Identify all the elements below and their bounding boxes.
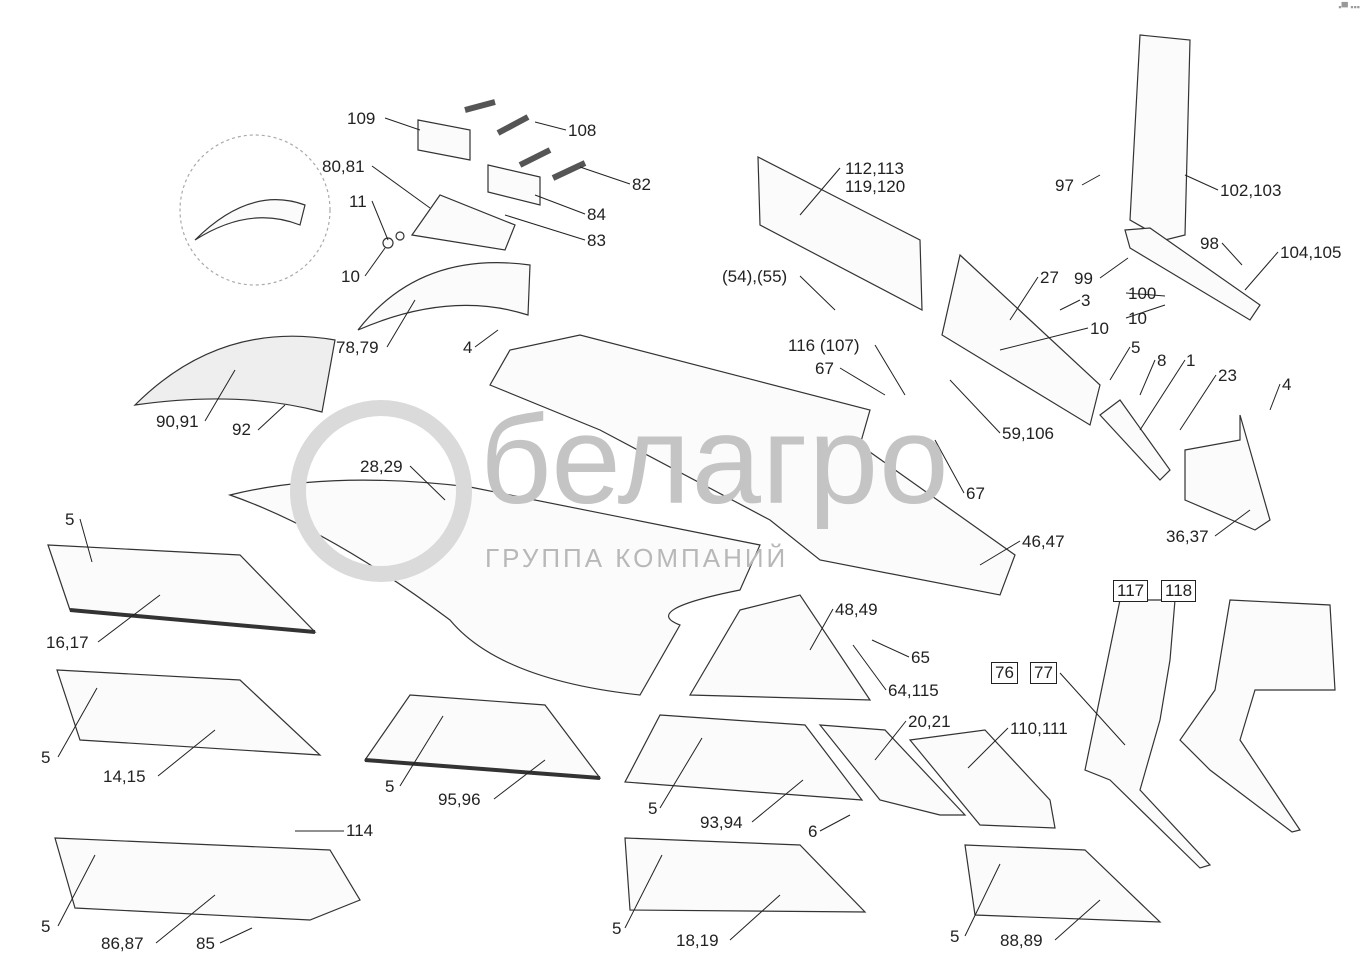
callout-110-111: 110,111: [1010, 719, 1068, 738]
callout-116-107: 116 (107): [788, 336, 860, 355]
callout-28-29: 28,29: [360, 457, 403, 476]
callout-92: 92: [232, 420, 251, 439]
callout-6: 6: [808, 822, 818, 841]
callout-84: 84: [587, 205, 606, 224]
callout-5: 5: [1131, 338, 1141, 357]
callout-14-15: 14,15: [103, 767, 146, 786]
part-27: [941, 253, 1101, 426]
callout-3: 3: [1081, 291, 1091, 310]
callout-10: 10: [1090, 319, 1109, 338]
callout-97: 97: [1055, 176, 1074, 195]
part-1-23: [1099, 399, 1171, 481]
callout-4: 4: [1282, 375, 1292, 394]
frame-main: [489, 334, 1016, 596]
callout-11: 11: [349, 192, 367, 211]
callout-5: 5: [41, 917, 51, 936]
callout-65: 65: [911, 648, 930, 667]
callout-99: 99: [1074, 269, 1093, 288]
callout-10: 10: [1128, 309, 1147, 328]
callout-114: 114: [346, 821, 374, 840]
callout-5: 5: [950, 927, 960, 946]
callout-109: 109: [347, 109, 376, 128]
part-102-103: [1129, 34, 1191, 241]
detail-circle: [179, 134, 331, 286]
callout-48-49: 48,49: [835, 600, 878, 619]
corner-mark: ▪▀ ▪▪▪: [1338, 2, 1360, 12]
callout-54-55: (54),(55): [722, 267, 788, 286]
callout-67: 67: [966, 484, 985, 503]
watermark-name: белагро: [480, 391, 950, 530]
callout-5: 5: [612, 919, 622, 938]
part-104-105: [1124, 227, 1261, 321]
callout-82: 82: [632, 175, 651, 194]
callout-104-105: 104,105: [1280, 243, 1342, 262]
callout-8: 8: [1157, 351, 1167, 370]
callout-box-77: 77: [1030, 662, 1057, 684]
part-36-37: [1184, 414, 1271, 531]
callout-36-37: 36,37: [1166, 527, 1209, 546]
callout-102-103: 102,103: [1220, 181, 1282, 200]
callout-108: 108: [568, 121, 597, 140]
callout-46-47: 46,47: [1022, 532, 1065, 551]
callout-5: 5: [648, 799, 658, 818]
callout-100: 100: [1128, 284, 1157, 303]
callout-98: 98: [1200, 234, 1219, 253]
callout-16-17: 16,17: [46, 633, 89, 652]
callout-67: 67: [815, 359, 834, 378]
shares: [47, 544, 1162, 923]
callout-85: 85: [196, 934, 215, 953]
callout-23: 23: [1218, 366, 1237, 385]
part-48-49: [688, 594, 872, 701]
callout-64-115: 64,115: [888, 681, 939, 700]
callout-112-113: 112,113: [845, 159, 904, 178]
watermark-subtitle: ГРУППА КОМПАНИЙ: [485, 543, 789, 573]
callout-5: 5: [41, 748, 51, 767]
callout-5: 5: [385, 777, 395, 796]
callout-27: 27: [1040, 268, 1059, 287]
callout-box-76: 76: [991, 662, 1018, 684]
callout-10: 10: [341, 267, 360, 286]
callout-5: 5: [65, 510, 75, 529]
callout-83: 83: [587, 231, 606, 250]
watermark-logo-icon: [290, 400, 472, 582]
callout-119-120: 119,120: [845, 177, 906, 196]
part-90-91: [133, 335, 336, 413]
callout-93-94: 93,94: [700, 813, 743, 832]
callout-88-89: 88,89: [1000, 931, 1043, 950]
callout-20-21: 20,21: [908, 712, 951, 731]
callout-90-91: 90,91: [156, 412, 199, 431]
plate-112-113: [757, 156, 923, 312]
part-78-79: [357, 262, 531, 331]
callout-78-79: 78,79: [336, 338, 379, 357]
callout-80-81: 80,81: [322, 157, 365, 176]
callout-95-96: 95,96: [438, 790, 481, 809]
callout-18-19: 18,19: [676, 931, 719, 950]
callout-box-118: 118: [1161, 580, 1197, 602]
callout-4: 4: [463, 338, 473, 357]
tines-117-118: [1084, 599, 1336, 869]
brackets-top: [382, 99, 587, 251]
callout-box-117: 117: [1113, 580, 1149, 602]
callout-59-106: 59,106: [1002, 424, 1054, 443]
callout-1: 1: [1186, 351, 1196, 370]
callout-86-87: 86,87: [101, 934, 144, 953]
